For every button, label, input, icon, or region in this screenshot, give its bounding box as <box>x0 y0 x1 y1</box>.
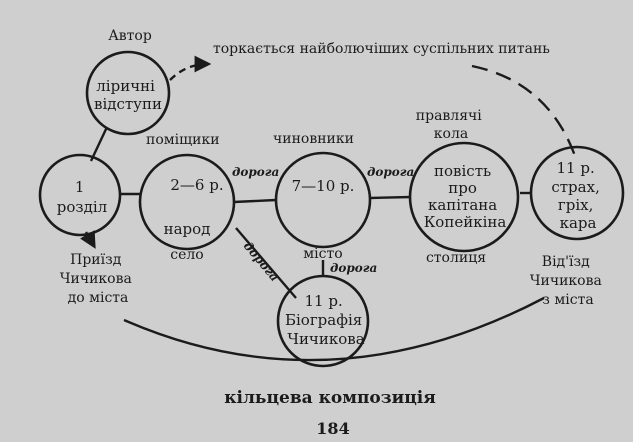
edge-ch2_6-ch11_bio <box>235 227 297 299</box>
node-kopeikin-text: повість про капітана Копейкіна <box>424 162 507 231</box>
arrow-lyrical-to-topic <box>169 55 212 81</box>
node-kopeikin-story <box>408 141 520 253</box>
village-label: село <box>170 247 203 263</box>
node-ch11_bio-text: 11 р. Біографія Чичикова <box>285 292 367 348</box>
ruling-circles-label: правлячі кола <box>416 108 486 142</box>
landowners-label: поміщики <box>146 132 220 148</box>
node-chapters-7-10 <box>274 151 372 249</box>
node-chapters-2-6 <box>138 153 236 251</box>
topic-label: торкається найболючіших суспільних питан… <box>213 41 550 57</box>
town-label: місто <box>303 246 342 262</box>
road-label-b: дорога <box>367 165 414 179</box>
ring-composition-caption: кільцева композиція <box>224 388 436 408</box>
edge-lyrical-ch1 <box>89 126 109 162</box>
arrival-label: Приїзд Чичикова до міста <box>60 252 137 306</box>
edge-ch7_10-kopeikin <box>369 195 412 200</box>
node-chapter-1 <box>38 153 122 237</box>
node-ch7_10-range: 7—10 р. <box>292 177 355 195</box>
node-chapter-11-end <box>529 145 625 241</box>
node-lyrical-digressions <box>85 50 171 136</box>
author-label: Автор <box>108 28 152 44</box>
node-lyrical-text: ліричні відступи <box>94 77 162 113</box>
road-label-c: дорога <box>241 239 282 284</box>
node-ch1-text: 1 розділ <box>57 178 107 216</box>
departure-label: Від'їзд Чичикова з міста <box>530 254 607 308</box>
capital-label: столиця <box>426 250 486 266</box>
node-ch2_6-people: народ <box>164 220 211 238</box>
page-number: 184 <box>316 419 349 438</box>
node-ch11_end-text: 11 р. страх, гріх, кара <box>551 159 604 232</box>
edge-ch2_6-ch7_10 <box>233 198 277 204</box>
ring-composition-arc <box>123 296 545 362</box>
road-label-a: дорога <box>232 165 279 179</box>
node-chapter-11-biography <box>276 274 370 368</box>
dashed-arc-topic-to-end <box>471 64 577 157</box>
road-label-d: дорога <box>330 261 377 275</box>
officials-label: чиновники <box>273 131 354 147</box>
node-ch2_6-range: 2—6 р. <box>170 176 223 194</box>
